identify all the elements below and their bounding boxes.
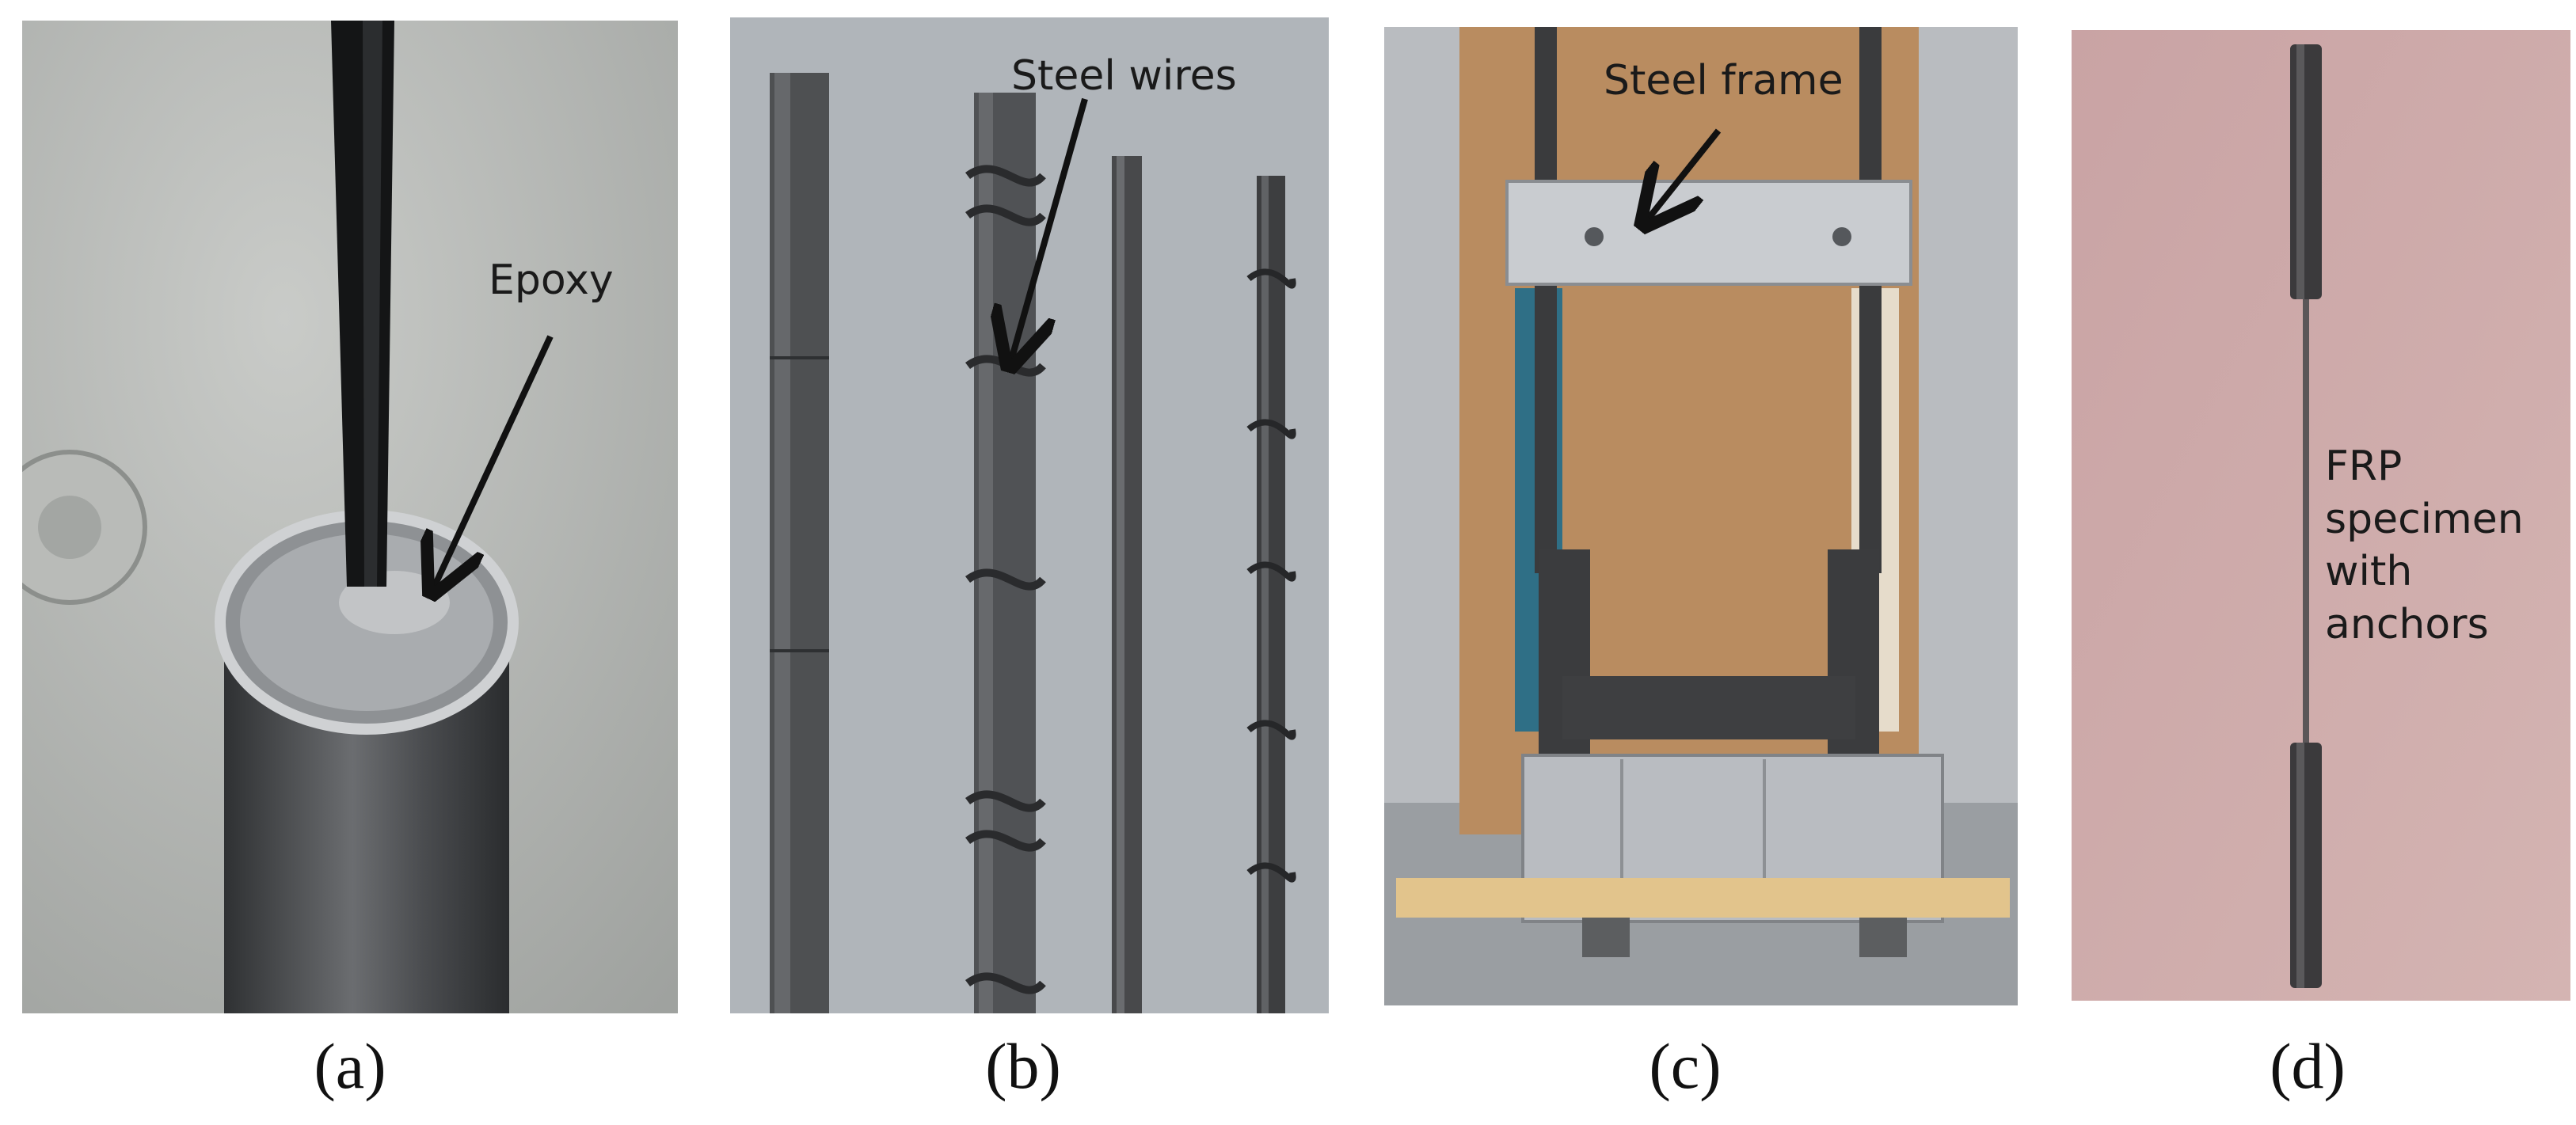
caption-a: (a) — [314, 1030, 386, 1102]
caption-d: (d) — [2270, 1030, 2346, 1102]
steel-frame-photo — [1384, 27, 2018, 1005]
caption-c: (c) — [1649, 1030, 1722, 1102]
photo-panel-c — [1384, 27, 2018, 1005]
frp-label-line-2: specimen — [2325, 495, 2524, 543]
frp-specimen-label: FRP specimen with anchors — [2325, 440, 2524, 651]
frp-label-line-3: with — [2325, 548, 2413, 596]
epoxy-label: Epoxy — [489, 257, 614, 304]
frp-specimens-photo — [730, 17, 1329, 1013]
steel-frame-label: Steel frame — [1604, 57, 1844, 105]
photo-panel-d — [2072, 30, 2570, 1001]
anchor-tube-photo — [22, 21, 678, 1013]
frp-specimen-photo — [2072, 30, 2570, 1001]
caption-b: (b) — [985, 1030, 1061, 1102]
photo-panel-b — [730, 17, 1329, 1013]
frp-label-line-1: FRP — [2325, 443, 2403, 490]
steel-wires-label: Steel wires — [1011, 52, 1237, 100]
frp-label-line-4: anchors — [2325, 600, 2489, 648]
photo-panel-a — [22, 21, 678, 1013]
